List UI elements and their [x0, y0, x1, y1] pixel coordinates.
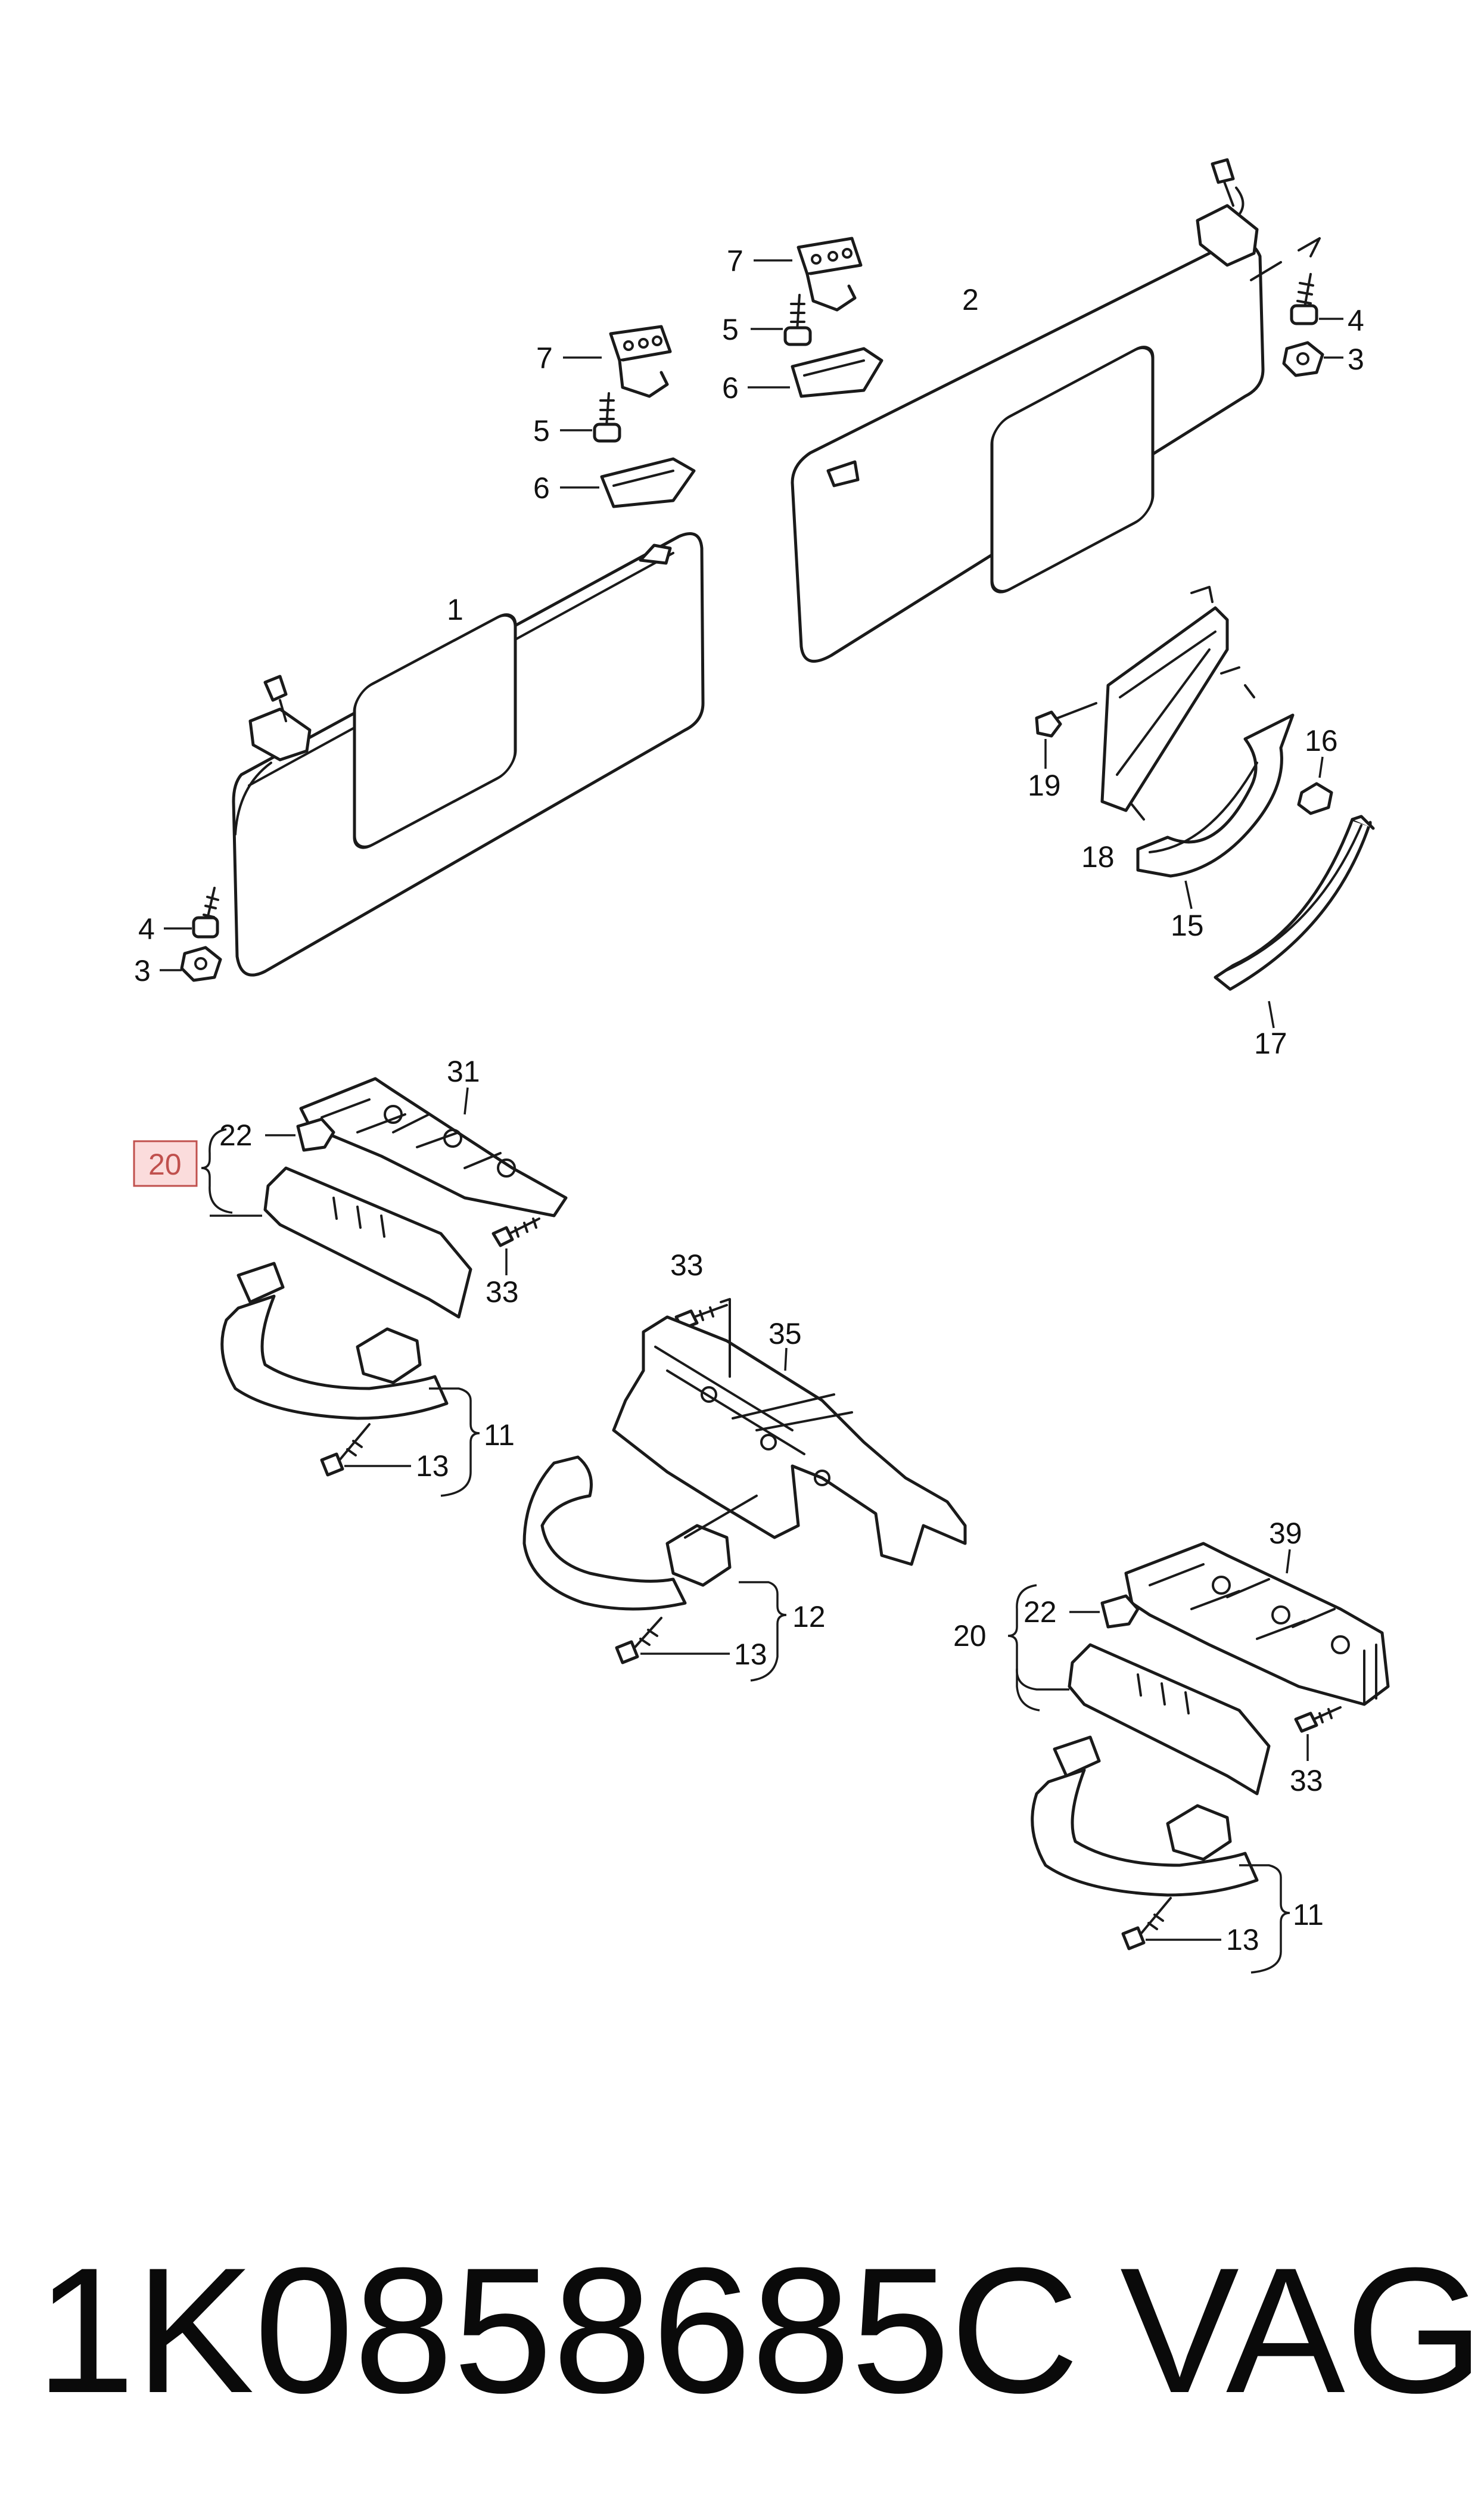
assembly-20-right [1007, 1584, 1271, 1796]
carrier-39 [1124, 1542, 1390, 1706]
label-15: 15 [1171, 909, 1204, 942]
screw-33-right [1294, 1706, 1342, 1761]
sun-visor-right [791, 158, 1321, 663]
screw-center-5 [751, 294, 812, 346]
label-18: 18 [1081, 840, 1115, 874]
label-6-center: 6 [722, 371, 739, 405]
screw-19 [1035, 702, 1097, 769]
clip-22-left [265, 1117, 335, 1152]
trim-17 [1214, 815, 1375, 1029]
label-3-right: 3 [1348, 343, 1364, 376]
clip-left-3 [160, 946, 222, 982]
brand-name: VAG [1120, 2230, 1484, 2430]
label-22-left: 22 [219, 1119, 253, 1152]
label-7-center: 7 [727, 244, 743, 278]
label-16: 16 [1305, 724, 1338, 757]
label-22-right: 22 [1023, 1595, 1057, 1629]
label-11-left: 11 [484, 1418, 515, 1452]
label-5-center: 5 [722, 313, 739, 346]
label-4-right: 4 [1348, 304, 1364, 337]
part-number: 1K0858685C [36, 2230, 1079, 2430]
screw-left-4 [164, 887, 219, 939]
grab-handle-15 [1136, 713, 1295, 909]
label-5-left: 5 [533, 414, 550, 448]
handle-11-left [220, 1262, 480, 1497]
label-19: 19 [1028, 769, 1061, 802]
label-12: 12 [792, 1600, 826, 1633]
label-33-right: 33 [1290, 1764, 1323, 1797]
screw-33-left [491, 1217, 540, 1275]
label-33-left: 33 [486, 1275, 519, 1309]
holder-left-6 [560, 457, 696, 508]
label-20-left: 20 [148, 1148, 182, 1181]
assembly-20-left [201, 1128, 472, 1319]
label-6-left: 6 [533, 471, 550, 505]
label-35: 35 [769, 1317, 802, 1350]
handle-11-right [1031, 1735, 1290, 1974]
carrier-35 [612, 1298, 967, 1566]
screw-right-4 [1290, 273, 1343, 325]
bracket-left-7 [563, 325, 672, 398]
highlight-box-20 [133, 1140, 198, 1187]
bracket-16 [1297, 756, 1333, 815]
sun-visor-left [232, 532, 705, 977]
screw-left-5 [560, 392, 621, 443]
label-2: 2 [962, 283, 979, 316]
label-33-center: 33 [670, 1248, 704, 1282]
label-4-left: 4 [138, 912, 155, 946]
label-17: 17 [1254, 1027, 1287, 1060]
clip-22-right [1069, 1594, 1140, 1629]
carrier-31 [299, 1077, 568, 1217]
clip-right-3 [1282, 341, 1343, 377]
screw-13-center [615, 1617, 730, 1664]
label-20-right: 20 [953, 1619, 987, 1653]
label-13-center: 13 [734, 1638, 767, 1671]
handle-12 [522, 1455, 787, 1682]
holder-center-6 [748, 347, 883, 398]
label-31: 31 [447, 1055, 480, 1088]
label-3-left: 3 [134, 954, 151, 987]
label-39: 39 [1269, 1517, 1302, 1550]
label-11-right: 11 [1293, 1898, 1324, 1931]
label-7-left: 7 [536, 341, 553, 375]
bracket-center-7 [754, 237, 863, 312]
screw-13-left [320, 1423, 411, 1477]
bracket-18 [1100, 586, 1255, 821]
label-13-left: 13 [416, 1449, 449, 1483]
label-1: 1 [447, 593, 463, 626]
label-13-right: 13 [1226, 1923, 1259, 1956]
screw-13-right [1121, 1897, 1221, 1950]
